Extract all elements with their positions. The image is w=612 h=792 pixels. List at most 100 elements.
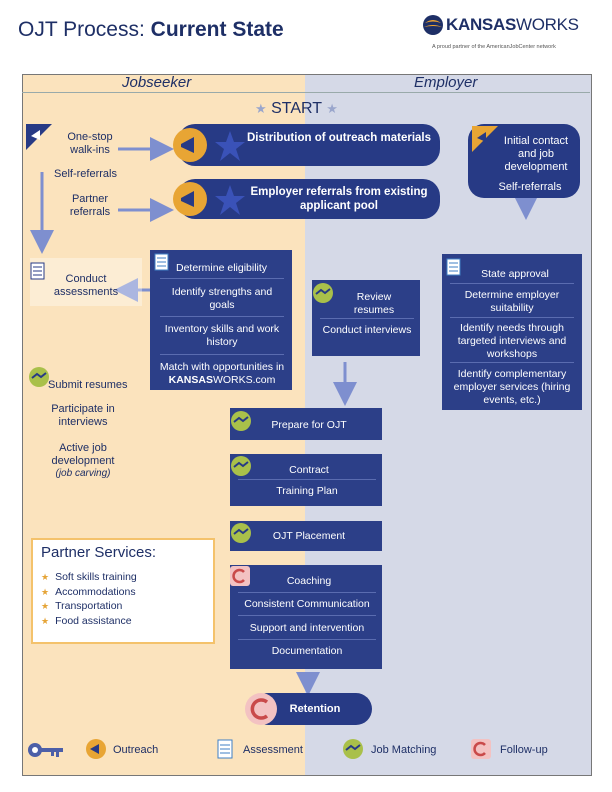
active-job-development: Active job development [51, 442, 115, 467]
determine-eligibility: Determine eligibility [176, 262, 268, 274]
assessment-legend-icon [217, 739, 233, 759]
identify-strengths: Identify strengths and goals [171, 286, 273, 311]
outreach-megaphone-icon [173, 128, 207, 162]
state-approval: State approval [481, 268, 549, 280]
partner-referrals: Partner referrals [69, 193, 111, 218]
star-bullet-icon: ★ [41, 572, 50, 582]
one-stop-walk-ins: One-stop walk-ins [67, 131, 113, 156]
star-icon [215, 185, 245, 215]
start-text: START [271, 100, 322, 117]
logo-bold: KANSAS [446, 15, 516, 34]
list-item: ★ Accommodations [41, 585, 137, 600]
job-matching-handshake-icon [231, 523, 251, 543]
job-matching-handshake-icon [231, 411, 251, 431]
partner-service-item: Soft skills training [55, 571, 137, 583]
kansas-bold: KANSAS [168, 374, 213, 386]
logo-light: WORKS [516, 15, 579, 34]
header-divider [22, 92, 590, 93]
legend-assessment: Assessment [243, 744, 303, 756]
partner-service-item: Transportation [55, 600, 123, 612]
divider [160, 316, 284, 317]
prepare-ojt-box [230, 408, 382, 440]
employer-referrals-text: Employer referrals from existing applica… [250, 186, 428, 212]
logo-subtitle: A proud partner of the AmericanJobCenter… [432, 44, 556, 50]
assessment-checklist-icon [30, 262, 45, 280]
title-bold: Current State [150, 18, 284, 41]
star-bullet-icon: ★ [41, 615, 50, 626]
divider [160, 278, 284, 279]
training-plan: Training Plan [276, 485, 338, 497]
star-bullet-icon: ★ [41, 601, 50, 611]
job-matching-handshake-icon [29, 367, 49, 387]
submit-resumes: Submit resumes [48, 379, 128, 391]
partner-services-list: ★ Soft skills training ★ Accommodations ★ T… [41, 570, 137, 628]
legend-follow-up: Follow-up [500, 744, 548, 756]
kansasworks-globe-icon [423, 15, 443, 35]
identify-services: Identify complementary employer services… [453, 368, 571, 406]
divider [238, 639, 376, 640]
follow-up-block [230, 565, 382, 669]
contract: Contract [289, 464, 329, 476]
logo-wordmark: KANSASWORKS [446, 15, 579, 35]
job-matching-handshake-icon [231, 456, 251, 476]
partner-services-heading: Partner Services: [41, 544, 157, 561]
employer-self-referrals: Self-referrals [498, 181, 562, 193]
partner-services-panel: Partner Services: ★ Soft skills training … [31, 538, 215, 644]
divider [320, 318, 414, 319]
prepare-for-ojt: Prepare for OJT [271, 419, 347, 431]
start-label: ★ START ★ [255, 100, 338, 118]
conduct-interviews: Conduct interviews [322, 324, 412, 336]
job-carving: (job carving) [55, 468, 111, 479]
star-icon: ★ [255, 101, 267, 116]
jobseeker-header: Jobseeker [122, 74, 192, 91]
title-plain: OJT Process: [18, 18, 145, 41]
star-bullet-icon: ★ [41, 586, 50, 597]
assessment-checklist-icon [154, 253, 169, 271]
eligibility-block [150, 250, 292, 390]
follow-up-legend-icon [471, 739, 491, 759]
assessment-bg [30, 258, 142, 306]
ojt-placement-box [230, 521, 382, 551]
partner-service-item: Accommodations [55, 585, 136, 598]
outreach-megaphone-icon [173, 182, 207, 216]
match-opportunities: Match with opportunities in KANSASWORKS.… [159, 361, 285, 386]
follow-up-c-icon [245, 693, 277, 725]
assessment-checklist-icon [446, 258, 461, 276]
coaching: Coaching [286, 575, 332, 587]
inventory-skills: Inventory skills and work history [164, 323, 280, 348]
list-item: ★ Transportation [41, 599, 137, 614]
diagram-frame [22, 74, 592, 776]
support-intervention: Support and intervention [249, 622, 365, 634]
key-icon [28, 743, 63, 757]
job-matching-handshake-icon [313, 283, 333, 303]
page-title: OJT Process: Current State [18, 18, 284, 42]
list-item: ★ Soft skills training [41, 570, 137, 585]
list-item: ★ Food assistance [41, 614, 137, 629]
legend-outreach: Outreach [113, 744, 159, 756]
outreach-megaphone-icon [26, 124, 52, 150]
divider [238, 479, 376, 480]
partner-service-item: Food assistance [55, 614, 132, 627]
divider [238, 615, 376, 616]
state-approval-block [442, 254, 582, 410]
follow-up-c-icon [230, 566, 250, 586]
divider [238, 592, 376, 593]
star-icon: ★ [326, 101, 338, 116]
participate-interviews: Participate in interviews [51, 403, 115, 428]
outreach-legend-icon [86, 739, 106, 759]
consistent-communication: Consistent Communication [244, 598, 370, 610]
identify-needs: Identify needs through targeted intervie… [457, 322, 567, 360]
retention: Retention [289, 703, 341, 715]
divider [450, 317, 574, 318]
initial-contact-text: Initial contact and job development [503, 135, 569, 173]
documentation: Documentation [271, 645, 343, 657]
divider [160, 354, 284, 355]
employer-header: Employer [414, 74, 478, 91]
jobseeker-self-referrals: Self-referrals [54, 168, 117, 180]
review-resumes: Review resumes [353, 291, 395, 316]
star-icon [215, 131, 245, 161]
job-matching-legend-icon [343, 739, 363, 759]
distribution-text: Distribution of outreach materials [246, 132, 432, 144]
ojt-placement: OJT Placement [272, 530, 346, 542]
